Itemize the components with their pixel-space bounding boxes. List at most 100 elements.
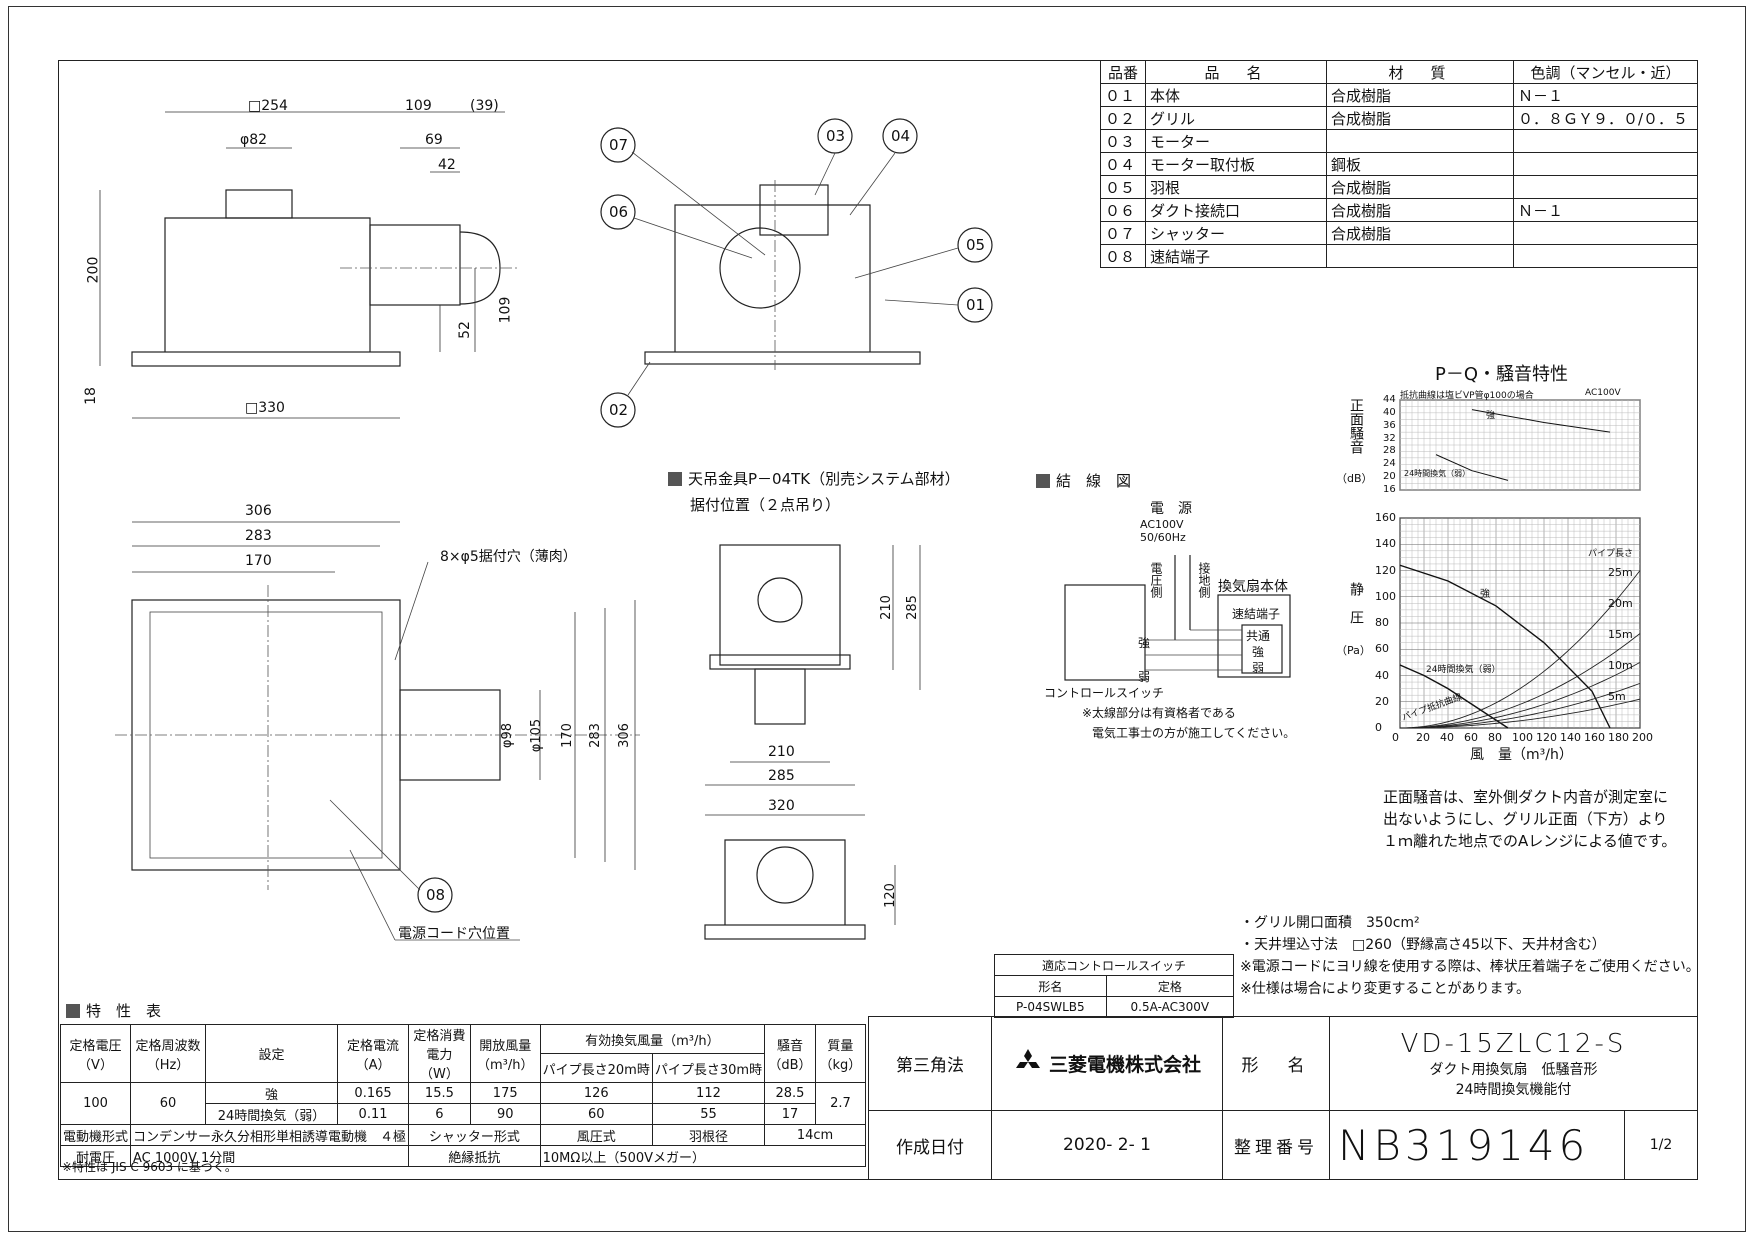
note-ceiling-dim: ・天井埋込寸法 □260（野縁高さ45以下、天井材含む） (1240, 937, 1606, 953)
parts-cell-name: 羽根 (1145, 175, 1327, 199)
spec-title-text: 特 性 表 (86, 1002, 162, 1020)
dim-306-v: 306 (616, 723, 632, 748)
parts-cell-color: Ｎ－１ (1513, 198, 1698, 222)
wiring-power: 電 源 (1150, 501, 1192, 517)
flow-tick-label: 180 (1608, 731, 1629, 744)
spec-blade-label: 羽根径 (651, 1124, 766, 1146)
noise-tick-label: 40 (1383, 406, 1396, 418)
bubble-06: 06 (609, 203, 629, 221)
hanger-title: 天吊金具P－04TK（別売システム部材） (668, 468, 960, 489)
noise-tick-label: 16 (1383, 484, 1396, 495)
pq-strong-label: 強 (1480, 589, 1490, 600)
noise-series-line-strong (1471, 409, 1611, 433)
control-switch-col-model: 形名 (994, 975, 1107, 997)
parts-cell-no: ０８ (1100, 244, 1146, 268)
wiring-strong: 強 (1252, 645, 1265, 659)
parts-cell-name: 速結端子 (1145, 244, 1327, 268)
spec-h-setting: 設定 (205, 1024, 339, 1083)
parts-cell-material (1326, 244, 1514, 268)
hanger-title-text: 天吊金具P－04TK（別売システム部材） (688, 470, 960, 488)
pq-note-line-3: １ｍ離れた地点でのAレンジによる値です。 (1383, 832, 1677, 850)
bubble-02: 02 (609, 401, 629, 419)
wiring-switch-label: コントロールスイッチ (1044, 686, 1165, 700)
noise-series-line-weak (1435, 454, 1509, 481)
spec-h-current: 定格電流（A） (337, 1024, 410, 1083)
general-notes: ・グリル開口面積 350cm² ・天井埋込寸法 □260（野縁高さ45以下、天井… (1240, 912, 1700, 1000)
projection-label: 第三角法 (868, 1016, 992, 1111)
model-desc-1: ダクト用換気扇 低騒音形 (1429, 1061, 1598, 1078)
cord-hole-label: 電源コード穴位置 (398, 926, 510, 942)
parts-cell-color (1513, 175, 1698, 199)
wiring-note-1: ※太線部分は有資格者である (1082, 706, 1236, 720)
parts-cell-no: ０６ (1100, 198, 1146, 222)
spec-footnote: ※特性は JIS C 9603 に基づく。 (62, 1160, 237, 1174)
wiring-title-text: 結 線 図 (1056, 472, 1132, 490)
flow-tick-label: 60 (1464, 731, 1478, 744)
parts-cell-color (1513, 129, 1698, 153)
spec-withstand: AC 1000V 1分間 (130, 1145, 410, 1167)
bubble-01: 01 (966, 296, 986, 314)
parts-cell-color (1513, 152, 1698, 176)
spec-r1-noise: 17 (764, 1103, 816, 1125)
pressure-tick-label: 140 (1375, 537, 1396, 551)
pq-note-line-1: 正面騒音は、室外側ダクト内音が測定室に (1383, 788, 1669, 806)
pq-noise-note: 抵抗曲線は塩ビVP管φ100の場合 (1400, 391, 1534, 401)
spec-voltage: 100 (59, 1082, 132, 1125)
noise-tick-label: 44 (1383, 394, 1396, 405)
spec-r1-power: 6 (408, 1103, 471, 1125)
noise-tick-label: 36 (1383, 419, 1396, 431)
parts-cell-color (1513, 244, 1698, 268)
spec-motor: コンデンサー永久分相形単相誘導電動機 ４極 (130, 1124, 410, 1146)
hanger-dim-210-v: 210 (878, 595, 894, 620)
noise-strong-label: 強 (1486, 411, 1496, 421)
pressure-tick-label: 60 (1375, 642, 1389, 656)
bubble-04: 04 (891, 127, 911, 145)
noise-weak-label: 24時間換気（弱） (1404, 469, 1471, 478)
pq-pressure-unit: （Pa） (1336, 644, 1371, 657)
section-view-drawing (600, 118, 993, 428)
parts-cell-no: ０４ (1100, 152, 1146, 176)
spec-shutter-label: シャッター形式 (408, 1124, 541, 1146)
dim-52: 52 (456, 321, 473, 339)
parts-cell-no: ０１ (1100, 83, 1146, 107)
plan-view-drawing (115, 521, 640, 941)
note-spec-change: ※仕様は場合により変更することがあります。 (1240, 981, 1531, 997)
control-switch-table: 適応コントロールスイッチ 形名 定格 P-04SWLB5 0.5A-AC300V (994, 954, 1235, 1018)
dim-18: 18 (82, 387, 99, 405)
wiring-hz: 50/60Hz (1140, 531, 1186, 544)
wiring-terminal: 速結端子 (1232, 607, 1281, 621)
control-switch-rating: 0.5A-AC300V (1105, 996, 1235, 1018)
parts-cell-name: モーター取付板 (1145, 152, 1327, 176)
spec-h-pipe20: パイプ長さ20m時 (539, 1053, 653, 1083)
parts-cell-color (1513, 221, 1698, 245)
parts-header-color: 色調（マンセル・近） (1513, 60, 1698, 84)
flow-tick-label: 160 (1584, 731, 1605, 744)
noise-tick-label: 28 (1383, 445, 1396, 457)
note-cord: ※電源コードにヨリ線を使用する際は、棒状圧着端子をご使用ください。 (1240, 959, 1700, 975)
front-view-drawing (99, 111, 520, 419)
noise-tick-label: 20 (1383, 471, 1396, 483)
pq-note: 正面騒音は、室外側ダクト内音が測定室に 出ないようにし、グリル正面（下方）より … (1383, 786, 1676, 852)
date-value: 2020- 2- 1 (991, 1110, 1223, 1180)
noise-tick-label: 24 (1383, 458, 1396, 470)
dim-306: 306 (245, 503, 272, 519)
bubble-08: 08 (426, 886, 446, 904)
dim-69: 69 (425, 132, 443, 148)
spec-h-noise: 騒音（dB） (764, 1024, 816, 1083)
parts-header-name: 品 名 (1145, 60, 1327, 84)
pq-series-line-strong (1399, 564, 1611, 729)
dim-283: 283 (245, 528, 272, 544)
dim-phi82: φ82 (240, 132, 268, 148)
company-name: 三菱電機株式会社 (1048, 1054, 1201, 1076)
pressure-tick-label: 80 (1375, 616, 1389, 629)
flow-tick-label: 0 (1392, 731, 1399, 744)
parts-cell-no: ０２ (1100, 106, 1146, 130)
dim-109: 109 (405, 98, 432, 114)
parts-cell-color: ０．８ＧＹ９．０/０．５ (1513, 106, 1698, 130)
